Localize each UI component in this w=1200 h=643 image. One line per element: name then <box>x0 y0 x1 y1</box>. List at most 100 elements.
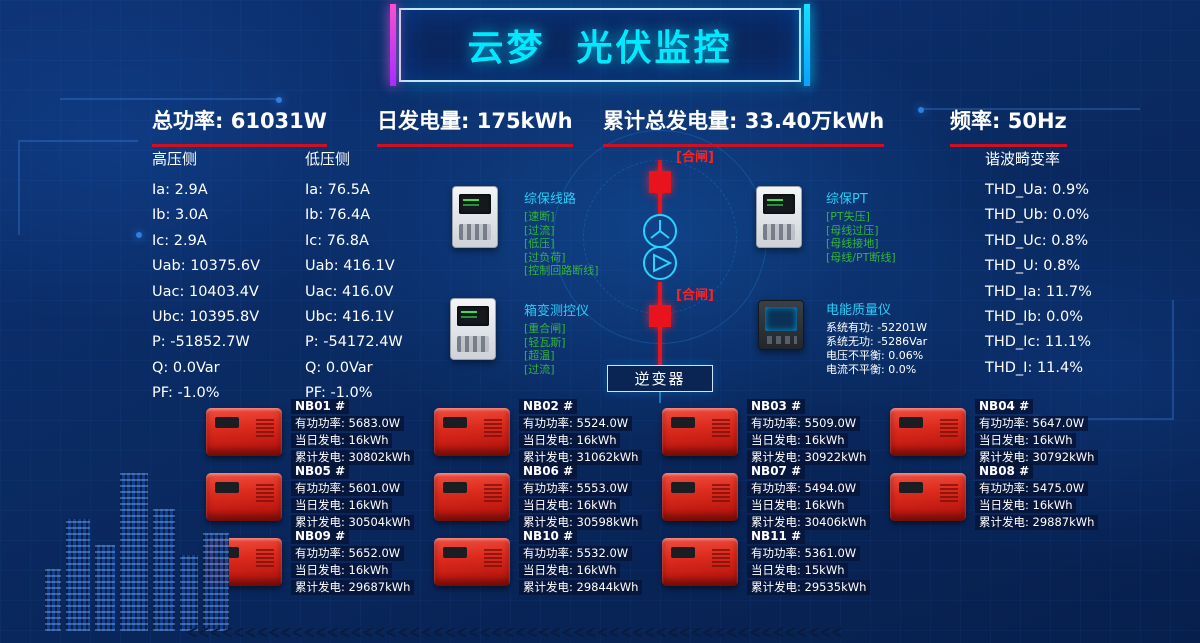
stat-total-energy: 累计总发电量: 33.40万kWh <box>603 105 885 147</box>
pt-protection-device[interactable] <box>756 186 802 248</box>
box-transformer-device[interactable] <box>450 298 496 360</box>
stat-daily-energy-label: 日发电量: <box>377 109 470 133</box>
inverter-power-label: 有功功率: <box>523 546 573 560</box>
inverter-unit[interactable]: NB11 # 有功功率: 5361.0W 当日发电: 15kWh 累计发电: 2… <box>662 529 890 595</box>
box-transformer-signals: [重合闸][轻瓦斯][超温][过流] <box>524 322 589 376</box>
inverter-vent <box>256 547 274 567</box>
circuit-node-decoration <box>918 107 924 113</box>
inverter-unit[interactable]: NB02 # 有功功率: 5524.0W 当日发电: 16kWh 累计发电: 3… <box>434 399 662 465</box>
breaker-top[interactable] <box>649 171 671 193</box>
breaker-bottom-status: [合闸] <box>676 288 714 303</box>
inverter-daily: 当日发电: 16kWh <box>291 563 393 578</box>
chevrons-decoration: <<<<<<<<<<<<<<<<<<<<<<<<<<<<<<<<<<<<<<<<… <box>186 623 843 643</box>
circuit-node-decoration <box>276 97 282 103</box>
inverter-info: NB05 # 有功功率: 5601.0W 当日发电: 16kWh 累计发电: 3… <box>291 463 415 531</box>
inverter-daily-label: 当日发电: <box>523 433 573 447</box>
inverter-total-value: 29844kWh <box>576 580 639 594</box>
inverter-display <box>215 417 239 428</box>
inverter-unit[interactable]: NB01 # 有功功率: 5683.0W 当日发电: 16kWh 累计发电: 3… <box>206 399 434 465</box>
inverter-unit[interactable]: NB09 # 有功功率: 5652.0W 当日发电: 16kWh 累计发电: 2… <box>206 529 434 595</box>
circuit-trace-decoration <box>60 60 280 100</box>
measurement-row: Ib: 76.4A <box>305 207 371 224</box>
measurement-row: THD_Ic: 11.1% <box>985 334 1091 351</box>
inverter-vent <box>712 547 730 567</box>
inverter-unit[interactable]: NB05 # 有功功率: 5601.0W 当日发电: 16kWh 累计发电: 3… <box>206 464 434 530</box>
inverter-vent <box>256 417 274 437</box>
line-protection-device[interactable] <box>452 186 498 248</box>
inverter-unit[interactable]: NB06 # 有功功率: 5553.0W 当日发电: 16kWh 累计发电: 3… <box>434 464 662 530</box>
inverter-total-label: 累计发电: <box>979 515 1029 529</box>
inverter-info: NB11 # 有功功率: 5361.0W 当日发电: 15kWh 累计发电: 2… <box>747 528 871 596</box>
measurement-row: Ia: 76.5A <box>305 182 370 198</box>
inverter-daily-value: 15kWh <box>804 563 845 577</box>
breaker-bottom[interactable] <box>649 305 671 327</box>
inverter-power: 有功功率: 5601.0W <box>291 481 405 496</box>
measurement-row: P: -54172.4W <box>305 334 403 351</box>
inverter-power: 有功功率: 5553.0W <box>519 481 633 496</box>
inverter-total: 累计发电: 30922kWh <box>747 450 871 465</box>
inverter-total-value: 31062kWh <box>576 450 639 464</box>
measurement-row: Ubc: 10395.8V <box>152 309 260 326</box>
low-voltage-panel-title: 低压侧 <box>305 150 351 168</box>
inverter-info: NB09 # 有功功率: 5652.0W 当日发电: 16kWh 累计发电: 2… <box>291 528 415 596</box>
measurement-row: Q: 0.0Var <box>152 359 220 376</box>
pt-protection-signals: [PT失压][母线过压][母线接地][母线/PT断线] <box>826 210 896 264</box>
measurement-row: THD_Ib: 0.0% <box>985 309 1083 326</box>
inverter-total-label: 累计发电: <box>751 580 801 594</box>
stat-frequency: 频率: 50Hz <box>950 105 1067 147</box>
inverter-info: NB06 # 有功功率: 5553.0W 当日发电: 16kWh 累计发电: 3… <box>519 463 643 531</box>
inverter-daily-value: 16kWh <box>804 498 845 512</box>
inverter-power: 有功功率: 5532.0W <box>519 546 633 561</box>
inverter-total-label: 累计发电: <box>979 450 1029 464</box>
inverter-total-label: 累计发电: <box>295 580 345 594</box>
inverter-daily: 当日发电: 16kWh <box>747 498 849 513</box>
inverter-total: 累计发电: 30802kWh <box>291 450 415 465</box>
inverter-total-label: 累计发电: <box>751 450 801 464</box>
measurement-row: THD_Ub: 0.0% <box>985 207 1090 224</box>
inverter-power-label: 有功功率: <box>751 416 801 430</box>
inverter-daily: 当日发电: 16kWh <box>519 433 621 448</box>
stat-frequency-value: 50Hz <box>1007 109 1067 133</box>
building-decoration <box>66 519 90 631</box>
protection-signal: [过流] <box>524 223 555 237</box>
power-quality-title: 电能质量仪 <box>826 303 892 318</box>
inverter-unit[interactable]: NB07 # 有功功率: 5494.0W 当日发电: 16kWh 累计发电: 3… <box>662 464 890 530</box>
inverter-info: NB01 # 有功功率: 5683.0W 当日发电: 16kWh 累计发电: 3… <box>291 398 415 466</box>
inverter-vent <box>712 482 730 502</box>
power-quality-device[interactable] <box>758 300 804 350</box>
stat-frequency-label: 频率: <box>950 109 1001 133</box>
building-decoration <box>153 509 175 631</box>
inverter-display <box>899 482 923 493</box>
inverter-display <box>671 482 695 493</box>
inverter-total: 累计发电: 29687kWh <box>291 580 415 595</box>
protection-signal: [母线过压] <box>826 223 879 237</box>
inverter-vent <box>256 482 274 502</box>
measurement-row: Ic: 76.8A <box>305 232 369 249</box>
inverter-display <box>443 417 467 428</box>
measurement-row: Ic: 2.9A <box>152 232 207 249</box>
inverter-total-value: 30504kWh <box>348 515 411 529</box>
power-quality-row: 电流不平衡: 0.0% <box>826 363 917 376</box>
relay-screen <box>457 306 489 326</box>
inverter-daily: 当日发电: 16kWh <box>519 498 621 513</box>
inverter-unit[interactable]: NB10 # 有功功率: 5532.0W 当日发电: 16kWh 累计发电: 2… <box>434 529 662 595</box>
inverter-unit[interactable]: NB03 # 有功功率: 5509.0W 当日发电: 16kWh 累计发电: 3… <box>662 399 890 465</box>
inverter-power-label: 有功功率: <box>751 546 801 560</box>
inverter-unit[interactable]: NB08 # 有功功率: 5475.0W 当日发电: 16kWh 累计发电: 2… <box>890 464 1118 530</box>
relay-keypad <box>763 224 795 240</box>
inverter-total-value: 30598kWh <box>576 515 639 529</box>
line-protection-signals: [速断][过流][低压][过负荷][控制回路断线] <box>524 210 599 278</box>
inverter-unit[interactable]: NB04 # 有功功率: 5647.0W 当日发电: 16kWh 累计发电: 3… <box>890 399 1118 465</box>
measurement-row: PF: -1.0% <box>305 385 373 402</box>
inverter-total: 累计发电: 30792kWh <box>975 450 1099 465</box>
inverter-total-value: 30802kWh <box>348 450 411 464</box>
measurement-row: PF: -1.0% <box>152 385 220 402</box>
inverter-daily-label: 当日发电: <box>979 433 1029 447</box>
inverter-power: 有功功率: 5647.0W <box>975 416 1089 431</box>
inverter-daily-value: 16kWh <box>576 563 617 577</box>
inverter-daily-value: 16kWh <box>576 433 617 447</box>
inverter-display <box>215 482 239 493</box>
inverter-power-label: 有功功率: <box>295 546 345 560</box>
